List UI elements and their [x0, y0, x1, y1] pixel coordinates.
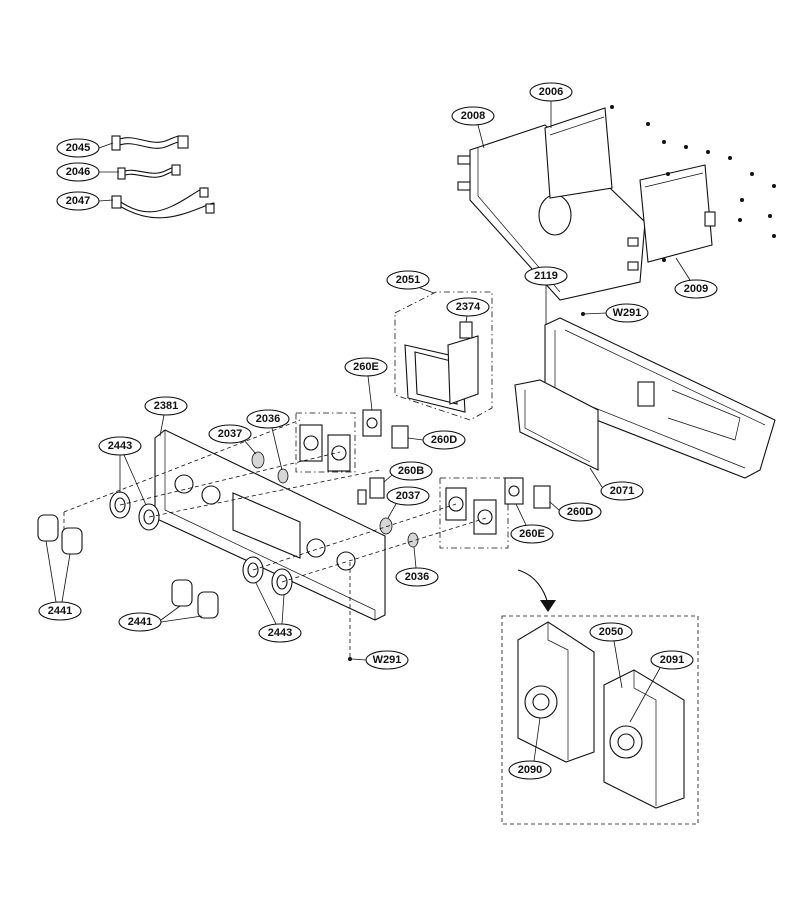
- callout-2036-top-text: 2036: [256, 413, 280, 425]
- callout-2036-mid: 2036: [395, 546, 439, 587]
- relay-260E-upper: [362, 409, 382, 437]
- callout-2091: 2091: [629, 650, 694, 723]
- callout-W291-bottom-text: W291: [373, 654, 402, 666]
- callout-2037-mid-text: 2037: [396, 490, 420, 502]
- callout-2441-left: 2441: [38, 540, 82, 621]
- infinite-switch-pair-lower: [439, 477, 509, 549]
- display-assembly-2051: [394, 291, 493, 421]
- callout-260D-top-text: 260D: [431, 434, 457, 446]
- callout-2051: 2051: [386, 270, 435, 294]
- shaft-2036-upper: [277, 468, 289, 484]
- callout-2443-top-text: 2443: [108, 440, 132, 452]
- callout-2037-mid: 2037: [386, 486, 430, 519]
- callout-2071: 2071: [589, 467, 644, 501]
- callout-2037-top: 2037: [208, 424, 257, 455]
- callout-2051-text: 2051: [396, 274, 420, 286]
- spring-2037-lower: [379, 517, 393, 535]
- callout-260B-text: 260B: [398, 465, 424, 477]
- infinite-switch-pair-upper: [295, 412, 356, 473]
- control-knobs-2441: [37, 514, 219, 619]
- insulation-panel-2071: [514, 379, 599, 471]
- control-board-2006: [544, 107, 613, 199]
- callout-2050: 2050: [589, 622, 633, 689]
- wire-harness-2045: [111, 135, 189, 151]
- callout-2443-top: 2443: [98, 436, 147, 506]
- callout-2045: 2045: [56, 138, 114, 158]
- callout-2443-bottom-text: 2443: [268, 627, 292, 639]
- detail-inset: [501, 615, 699, 825]
- spring-2037-upper: [251, 451, 265, 469]
- callout-260D-mid-text: 260D: [567, 506, 593, 518]
- callout-2047-text: 2047: [66, 195, 90, 207]
- callout-260B: 260B: [383, 461, 433, 483]
- callout-2008: 2008: [451, 106, 495, 149]
- relay-260D-upper: [391, 425, 409, 449]
- callout-2036-top: 2036: [246, 409, 290, 471]
- callout-2050-text: 2050: [599, 626, 623, 638]
- callout-260D-mid: 260D: [549, 501, 602, 522]
- callout-2009-text: 2009: [684, 283, 708, 295]
- callout-2090-text: 2090: [518, 764, 542, 776]
- callout-2046-text: 2046: [66, 166, 90, 178]
- callout-2441-mid: 2441: [118, 605, 203, 632]
- callout-W291-bottom: W291: [348, 650, 409, 670]
- relay-260D-lower: [533, 485, 551, 509]
- callout-260D-top: 260D: [407, 430, 466, 450]
- callout-2045-text: 2045: [66, 142, 90, 154]
- relay-260B: [357, 477, 385, 505]
- wire-harness-2046: [117, 164, 181, 180]
- callout-260E-mid-text: 260E: [519, 528, 545, 540]
- callout-2374-text: 2374: [456, 301, 481, 313]
- callout-2071-text: 2071: [610, 485, 634, 497]
- alignment-lines: [63, 419, 487, 658]
- detail-arrow: [517, 569, 556, 612]
- callout-2006: 2006: [529, 82, 573, 128]
- board-screws: [610, 105, 776, 262]
- callout-W291-top: W291: [581, 303, 649, 323]
- rear-bracket-2008: [457, 124, 646, 301]
- callout-2036-mid-text: 2036: [405, 571, 429, 583]
- callout-2006-text: 2006: [539, 86, 563, 98]
- relay-260E-lower: [504, 477, 524, 505]
- callout-2119-text: 2119: [534, 270, 558, 282]
- callout-2037-top-text: 2037: [218, 428, 242, 440]
- callout-2381: 2381: [144, 396, 188, 437]
- callout-2091-text: 2091: [660, 654, 684, 666]
- callout-2008-text: 2008: [461, 110, 485, 122]
- callout-2090: 2090: [508, 717, 552, 780]
- callout-2381-text: 2381: [154, 400, 178, 412]
- callout-2374: 2374: [446, 297, 490, 323]
- callout-2047: 2047: [56, 191, 114, 211]
- shaft-2036-lower: [407, 532, 419, 548]
- callout-2046: 2046: [56, 162, 119, 182]
- callout-2441-mid-text: 2441: [128, 616, 152, 628]
- control-board-2009: [639, 164, 716, 263]
- callout-W291-top-text: W291: [613, 307, 642, 319]
- callout-260E-mid: 260E: [510, 503, 554, 544]
- callout-2441-left-text: 2441: [48, 605, 72, 617]
- wire-harness-2047: [111, 187, 215, 219]
- callout-260E-top: 260E: [344, 357, 388, 411]
- callout-2443-bottom: 2443: [255, 582, 302, 643]
- callout-2119: 2119: [524, 266, 568, 325]
- callout-260E-top-text: 260E: [353, 361, 379, 373]
- callout-2009: 2009: [674, 257, 718, 299]
